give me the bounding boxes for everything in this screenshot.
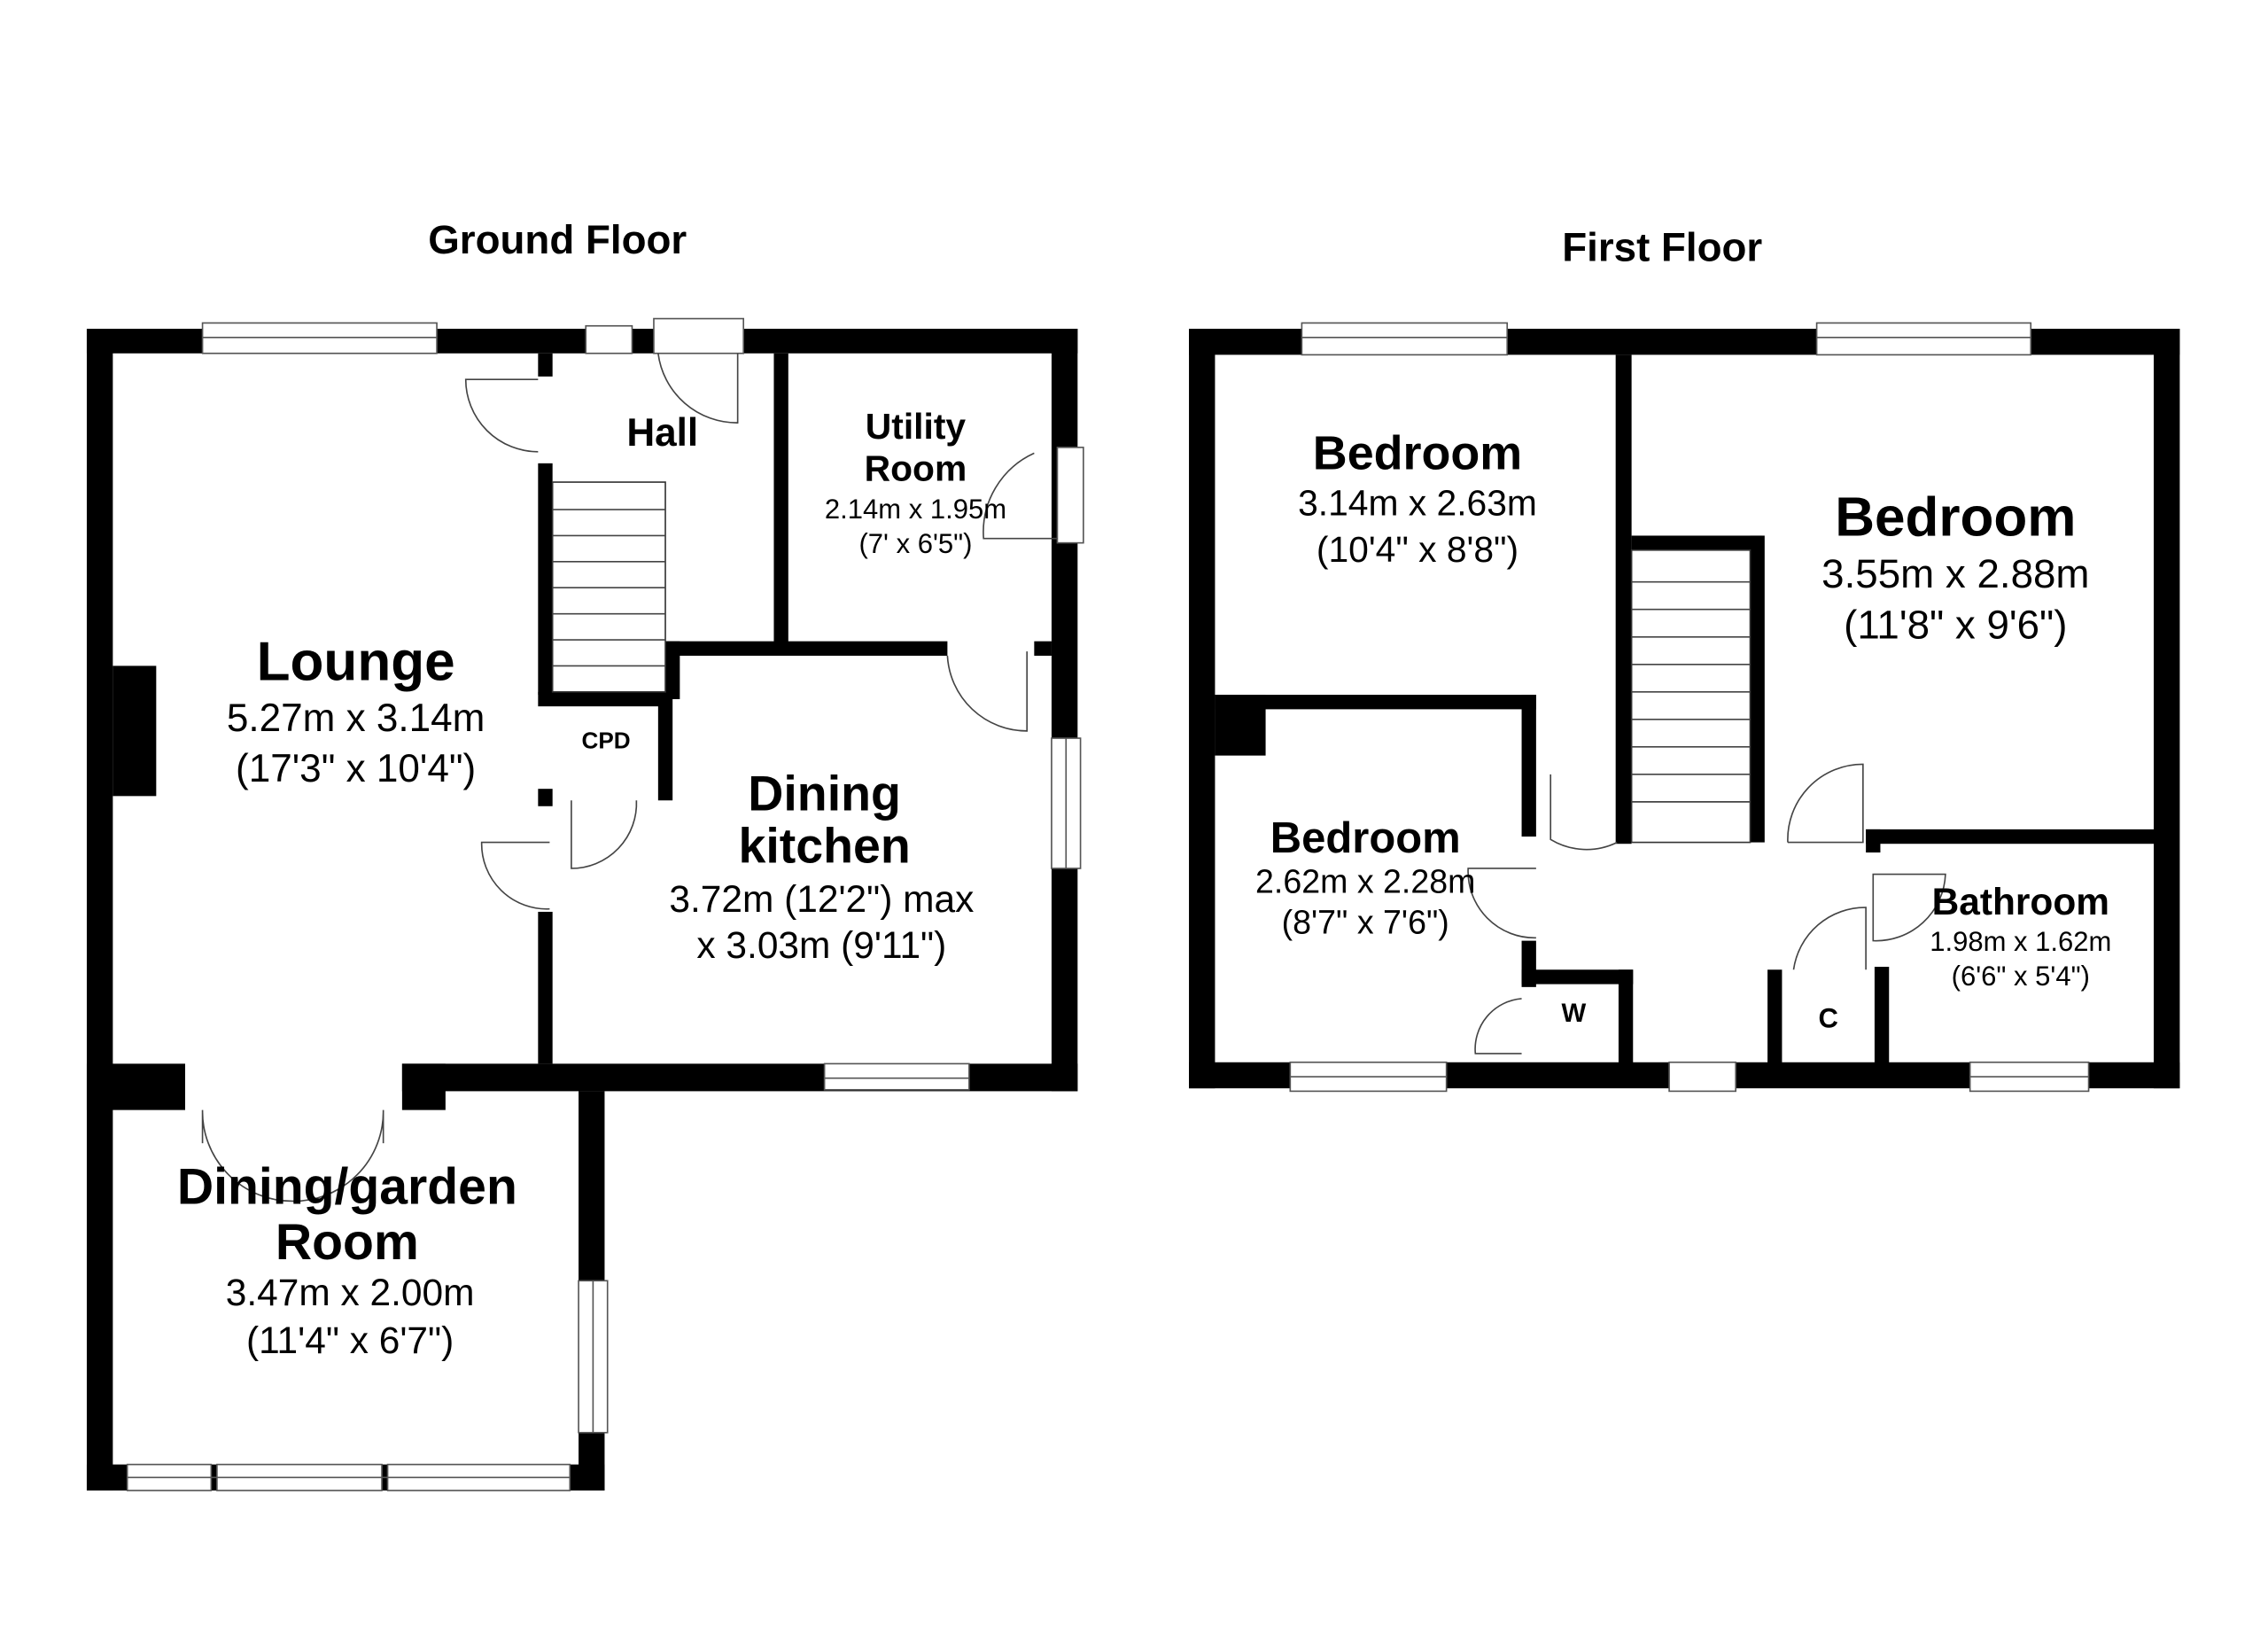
ground-stairs (551, 481, 666, 693)
room-bedroom-3: Bedroom 2.62m x 2.28m (8'7" x 7'6") (1255, 814, 1475, 940)
room-cpd: CPD (582, 727, 631, 753)
window (585, 324, 633, 354)
room-bathroom: Bathroom 1.98m x 1.62m (6'6" x 5'4") (1930, 881, 2111, 992)
room-dimensions-metric: 3.47m x 2.00m (226, 1272, 475, 1313)
room-hall: Hall (626, 411, 698, 455)
room-name-line2: Room (865, 448, 967, 488)
room-dining-garden: Dining/garden Room 3.47m x 2.00m (11'4" … (177, 1159, 517, 1361)
window (1056, 447, 1084, 544)
room-name-line2: kitchen (738, 818, 910, 873)
room-dining-kitchen: Dining kitchen 3.72m (12'2") max x 3.03m… (669, 767, 974, 967)
first-floor: First Floor (1189, 224, 2180, 1093)
room-name: Lounge (257, 632, 455, 693)
room-name: CPD (582, 727, 631, 753)
room-name: C (1818, 1003, 1837, 1034)
room-name-line1: Utility (866, 406, 967, 447)
room-name: Bedroom (1835, 486, 2076, 548)
window (823, 1062, 970, 1091)
room-lounge: Lounge 5.27m x 3.14m (17'3" x 10'4") (227, 632, 485, 790)
first-floor-title: First Floor (1562, 224, 1762, 269)
ground-floor-title: Ground Floor (428, 217, 687, 262)
room-name: Bathroom (1932, 881, 2109, 922)
front-door (653, 317, 744, 354)
room-dimensions-metric: 2.14m x 1.95m (825, 494, 1006, 525)
room-bedroom-1: Bedroom 3.14m x 2.63m (10'4" x 8'8") (1298, 426, 1537, 569)
room-dimensions-line1: 3.72m (12'2") max (669, 878, 974, 920)
room-wardrobe: W (1561, 999, 1586, 1028)
first-stairs (1630, 549, 1751, 844)
room-dimensions-imperial: (10'4" x 8'8") (1317, 529, 1518, 570)
room-name-line1: Dining/garden (177, 1159, 517, 1216)
room-name: Bedroom (1270, 814, 1461, 862)
room-dimensions-metric: 2.62m x 2.28m (1255, 863, 1475, 900)
room-dimensions-imperial: (7' x 6'5") (858, 528, 972, 559)
first-windows (1289, 322, 2090, 1093)
room-dimensions-imperial: (17'3" x 10'4") (236, 747, 476, 790)
room-utility: Utility Room 2.14m x 1.95m (7' x 6'5") (825, 406, 1006, 559)
window (1815, 322, 2032, 356)
ground-windows (126, 322, 1084, 1491)
room-name-line1: Dining (748, 767, 901, 821)
room-cupboard: C (1818, 1003, 1837, 1034)
room-dimensions-imperial: (8'7" x 7'6") (1282, 903, 1449, 940)
room-name: Hall (626, 411, 698, 455)
window (1668, 1061, 1736, 1093)
ground-doors (201, 317, 1058, 1202)
window (1301, 322, 1509, 356)
room-dimensions-imperial: (6'6" x 5'4") (1952, 961, 2090, 992)
room-dimensions-metric: 5.27m x 3.14m (227, 697, 485, 740)
room-dimensions-metric: 3.55m x 2.88m (1821, 551, 2089, 596)
room-dimensions-metric: 3.14m x 2.63m (1298, 483, 1537, 524)
ground-floor: Ground Floor (86, 217, 1084, 1491)
room-name-line2: Room (276, 1214, 419, 1271)
room-dimensions-imperial: (11'4" x 6'7") (246, 1319, 454, 1361)
room-dimensions-metric: 1.98m x 1.62m (1930, 926, 2111, 957)
room-dimensions-line2: x 3.03m (9'11") (696, 924, 946, 966)
room-bedroom-2: Bedroom 3.55m x 2.88m (11'8" x 9'6") (1821, 486, 2089, 647)
room-name: Bedroom (1313, 426, 1522, 479)
first-doors (1467, 763, 1946, 1055)
room-dimensions-imperial: (11'8" x 9'6") (1844, 602, 2067, 647)
room-name: W (1561, 999, 1586, 1028)
